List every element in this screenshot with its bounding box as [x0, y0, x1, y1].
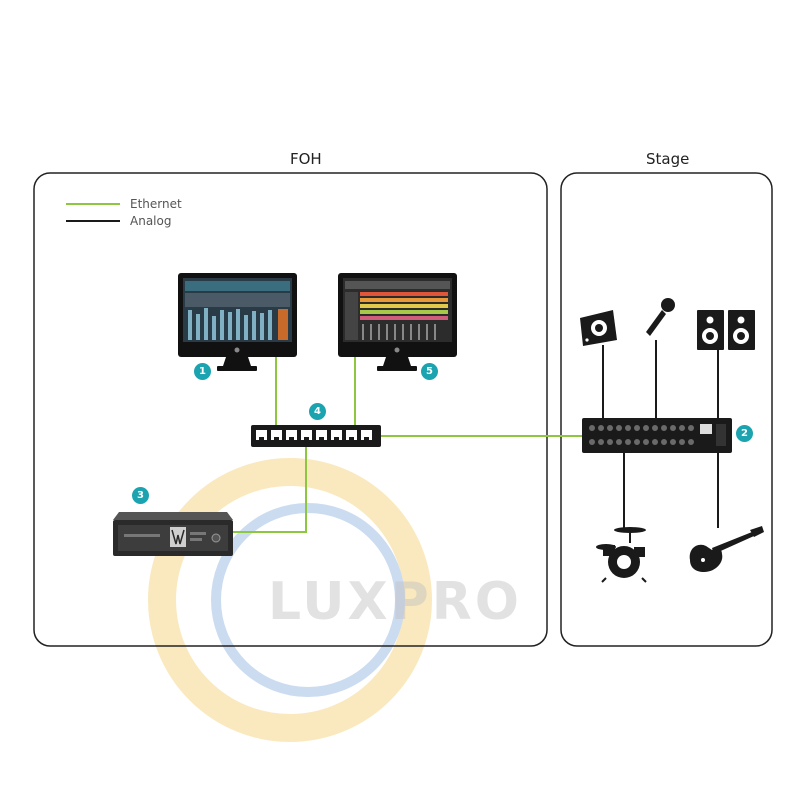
- computer-monitor-icon: [338, 273, 457, 371]
- ethernet-cables: [232, 357, 582, 533]
- stage-section: [560, 172, 773, 647]
- legend-ethernet-label: Ethernet: [130, 197, 182, 211]
- server-unit-icon: [113, 512, 233, 556]
- watermark-logo: [148, 458, 432, 742]
- stage-title: Stage: [646, 150, 690, 168]
- foh-title: FOH: [290, 150, 322, 168]
- analog-cables: [602, 340, 719, 528]
- badge-switch: 4: [309, 403, 326, 420]
- stage-io-box-icon: [582, 418, 732, 453]
- badge-server: 3: [132, 487, 149, 504]
- microphone-icon: [646, 298, 675, 336]
- wedge-monitor-icon: [580, 310, 617, 346]
- foh-section: [33, 172, 548, 647]
- electric-guitar-icon: [689, 526, 764, 572]
- watermark-text: LUXPRO: [268, 572, 522, 632]
- network-switch-icon: [251, 425, 381, 447]
- badge-mixer-screen: 1: [194, 363, 211, 380]
- speakers-icon: [697, 310, 755, 350]
- drum-kit-icon: [596, 527, 647, 583]
- computer-monitor-icon: [178, 273, 297, 371]
- legend-analog-label: Analog: [130, 214, 172, 228]
- badge-daw-screen: 5: [421, 363, 438, 380]
- badge-stage-io: 2: [736, 425, 753, 442]
